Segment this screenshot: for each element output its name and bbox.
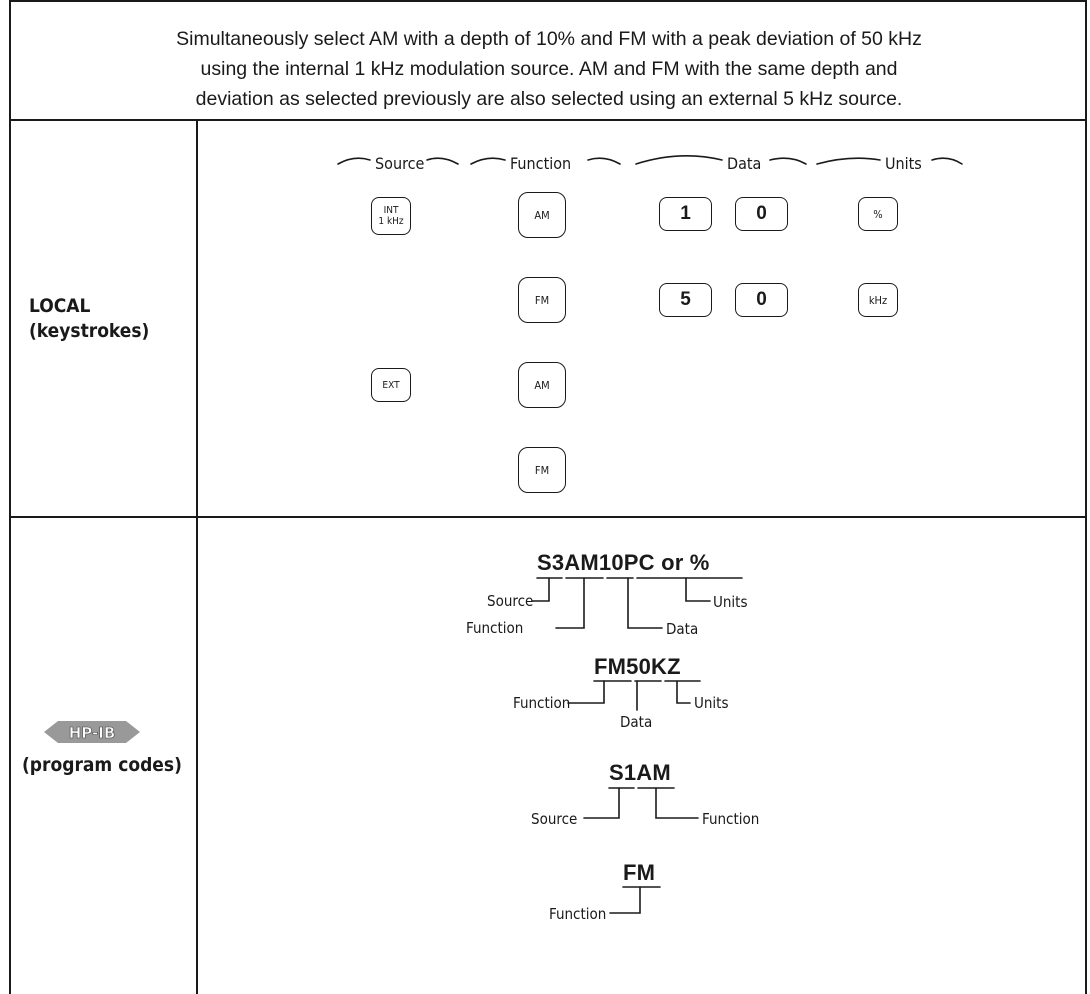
hpib-badge-text: HP-IB	[69, 724, 116, 742]
units-bracket-left	[816, 157, 881, 165]
khz-key[interactable]: kHz	[858, 283, 898, 317]
code2-function-connector	[567, 680, 605, 704]
function-bracket-left	[470, 157, 506, 165]
am-key-1[interactable]: AM	[518, 192, 566, 238]
code1-source-label: Source	[487, 592, 534, 610]
fm-key-2[interactable]: FM	[518, 447, 566, 493]
ext-key[interactable]: EXT	[371, 368, 411, 402]
source-bracket-left	[337, 157, 371, 165]
am-key-2[interactable]: AM	[518, 362, 566, 408]
fm-key-1[interactable]: FM	[518, 277, 566, 323]
column-divider	[196, 119, 198, 994]
code4-function-label: Function	[549, 905, 607, 923]
intro-line-2: using the internal 1 kHz modulation sour…	[200, 58, 898, 80]
code2-function-label: Function	[513, 694, 571, 712]
program-code-2: FM50KZ	[594, 654, 681, 679]
code1-data-connector	[627, 577, 663, 629]
digit-5-key[interactable]: 5	[659, 283, 712, 317]
intro-line-3: deviation as selected previously are als…	[195, 88, 903, 110]
header-units: Units	[885, 154, 922, 173]
code1-function-label: Function	[466, 619, 524, 637]
intro-text: Simultaneously select AM with a depth of…	[10, 24, 1088, 114]
code2-units-connector	[676, 680, 691, 704]
digit-1-key[interactable]: 1	[659, 197, 712, 231]
code1-units-label: Units	[713, 593, 748, 611]
program-code-4: FM	[623, 860, 656, 885]
code2-data-label: Data	[620, 713, 653, 731]
code1-units-connector	[685, 577, 711, 602]
code3-source-label: Source	[531, 810, 578, 828]
code2-units-label: Units	[694, 694, 729, 712]
code4-function-connector	[609, 886, 641, 914]
hpib-logo-graphic: HP-IB	[44, 721, 140, 743]
intro-divider	[9, 119, 1087, 121]
units-bracket-right	[931, 157, 963, 165]
hpib-logo: HP-IB	[44, 719, 140, 745]
table-border-top	[9, 0, 1087, 2]
data-bracket-left	[635, 155, 723, 165]
section-divider	[9, 516, 1087, 518]
table-border-left	[9, 0, 11, 994]
header-data: Data	[727, 154, 762, 173]
program-code-1: S3AM10PC or %	[537, 550, 710, 575]
intro-line-1: Simultaneously select AM with a depth of…	[176, 28, 922, 50]
code1-function-connector	[555, 577, 585, 629]
code3-source-connector	[583, 787, 620, 819]
function-bracket-right	[587, 157, 621, 165]
code1-data-label: Data	[666, 620, 699, 638]
digit-0-key-1[interactable]: 0	[735, 197, 788, 231]
local-subtitle: (keystrokes)	[29, 320, 150, 342]
hpib-subtitle: (program codes)	[22, 754, 182, 776]
int-1khz-key[interactable]: INT 1 kHz	[371, 197, 411, 235]
digit-0-key-2[interactable]: 0	[735, 283, 788, 317]
int-key-line-1: INT	[383, 205, 399, 216]
local-title: LOCAL	[29, 295, 91, 317]
code3-function-label: Function	[702, 810, 760, 828]
source-bracket-right	[426, 157, 459, 165]
table-border-right	[1085, 0, 1087, 994]
local-label: LOCAL (keystrokes)	[29, 294, 149, 344]
int-key-line-2: 1 kHz	[378, 216, 404, 227]
data-bracket-right	[769, 157, 807, 165]
code1-source-connector	[531, 577, 550, 602]
header-source: Source	[375, 154, 425, 173]
code3-function-connector	[655, 787, 699, 819]
header-function: Function	[510, 154, 572, 173]
program-code-3: S1AM	[609, 760, 671, 785]
percent-key[interactable]: %	[858, 197, 898, 231]
